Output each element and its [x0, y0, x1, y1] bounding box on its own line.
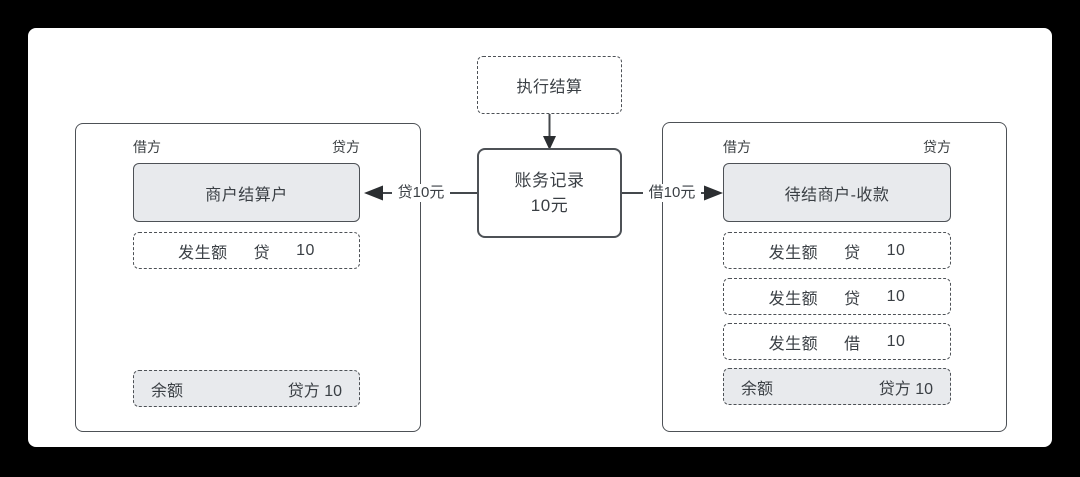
- record-line2: 10元: [530, 196, 569, 215]
- left-account-box: 商户结算户: [133, 163, 360, 222]
- right-account-name: 待结商户-收款: [784, 186, 890, 204]
- balance-label: 余额: [151, 382, 184, 400]
- right-credit-header: 贷方: [923, 139, 951, 155]
- entry-side: 贷: [253, 244, 271, 262]
- flow-label-credit: 贷10元: [392, 184, 450, 202]
- entry-side: 借: [844, 335, 861, 353]
- entry-side: 贷: [844, 290, 861, 308]
- entry-side: 贷: [844, 244, 861, 262]
- entry-amount: 10: [886, 287, 906, 305]
- left-account-name: 商户结算户: [205, 186, 288, 204]
- left-entry-row: 发生额 贷 10: [133, 232, 360, 269]
- right-account-box: 待结商户-收款: [723, 163, 951, 222]
- right-panel-header: 借方 贷方: [723, 137, 951, 157]
- record-line1: 账务记录: [514, 171, 585, 190]
- balance-value: 贷方 10: [287, 382, 342, 400]
- balance-value: 贷方 10: [878, 380, 933, 398]
- entry-name: 发生额: [768, 244, 819, 262]
- entry-amount: 10: [886, 332, 906, 350]
- left-debit-header: 借方: [133, 139, 161, 155]
- left-panel-header: 借方 贷方: [133, 137, 360, 157]
- balance-label: 余额: [741, 380, 774, 398]
- right-entry-row: 发生额 贷 10: [723, 232, 951, 269]
- entry-name: 发生额: [768, 290, 819, 308]
- entry-name: 发生额: [178, 244, 228, 262]
- entry-name: 发生额: [768, 335, 819, 353]
- right-debit-header: 借方: [723, 139, 751, 155]
- trigger-box: 执行结算: [477, 56, 622, 114]
- entry-amount: 10: [296, 241, 315, 259]
- entry-amount: 10: [886, 241, 906, 259]
- right-balance-row: 余额 贷方 10: [723, 368, 951, 405]
- right-entry-row: 发生额 借 10: [723, 323, 951, 360]
- record-box: 账务记录 10元: [477, 148, 622, 238]
- left-credit-header: 贷方: [332, 139, 360, 155]
- left-balance-row: 余额 贷方 10: [133, 370, 360, 407]
- flow-label-debit: 借10元: [643, 184, 701, 202]
- right-entry-row: 发生额 贷 10: [723, 278, 951, 315]
- trigger-label: 执行结算: [516, 79, 583, 96]
